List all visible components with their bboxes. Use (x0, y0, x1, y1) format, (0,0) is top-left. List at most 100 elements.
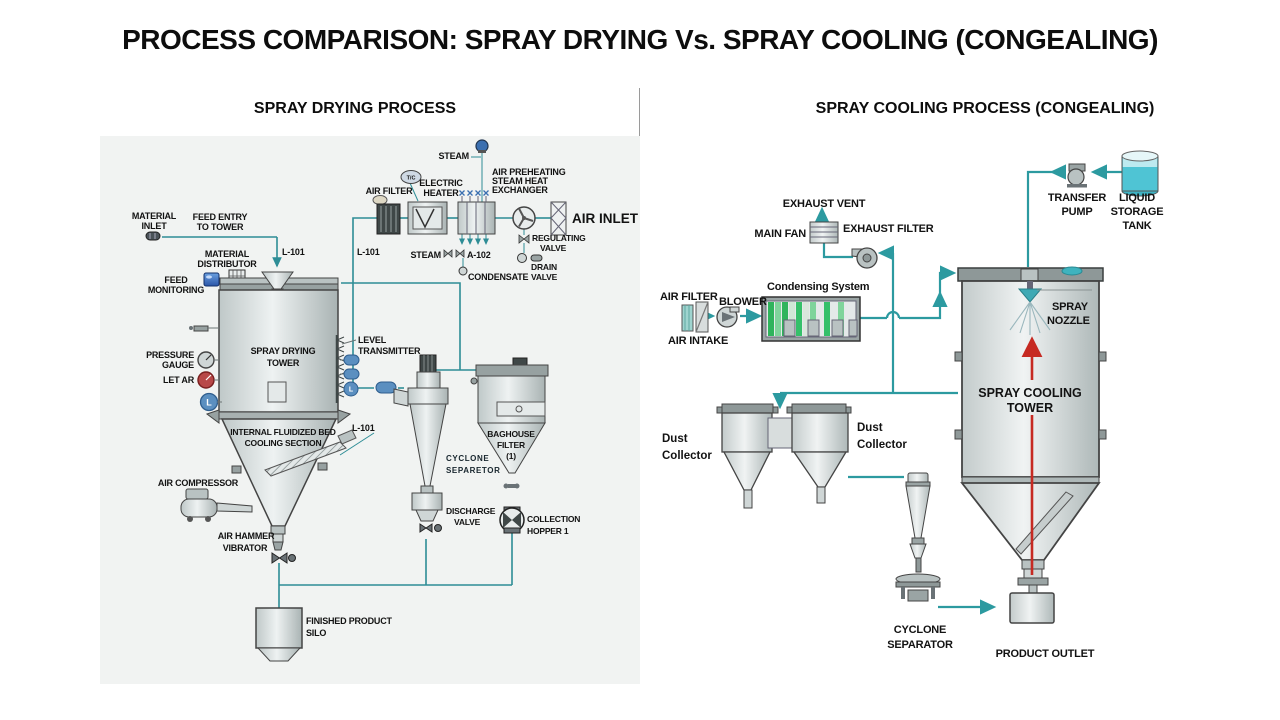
steam-gauge-icon (475, 139, 489, 153)
finished-product-silo-icon (255, 607, 303, 662)
svg-text:Dust: Dust (662, 433, 688, 445)
air-intake-label: AIR INTAKE (668, 335, 728, 347)
svg-text:STEAM HEAT: STEAM HEAT (492, 176, 549, 186)
cyclone-separator-icon (895, 472, 941, 602)
svg-text:HOPPER 1: HOPPER 1 (527, 526, 569, 536)
air-inlet-louver-icon (550, 201, 567, 236)
spray-nozzle-icon (1009, 281, 1092, 335)
collection-hopper-valve-icon (499, 506, 525, 534)
cyclone-separator-icon (393, 354, 449, 533)
right-panel-title: SPRAY COOLING PROCESS (CONGEALING) (815, 100, 1155, 117)
svg-text:TANK: TANK (1123, 220, 1152, 232)
drain-valve-icon (517, 253, 543, 263)
intake-blower-icon (716, 306, 740, 328)
exhaust-filter-label: EXHAUST FILTER (843, 223, 934, 235)
svg-text:MATERIAL: MATERIAL (205, 249, 250, 259)
svg-text:Collector: Collector (857, 439, 907, 451)
let-ar-gauge-icon (197, 371, 219, 389)
fan-icon (512, 206, 536, 230)
line-instrument-pill (375, 381, 397, 394)
svg-text:MONITORING: MONITORING (148, 285, 205, 295)
drawing-background (100, 136, 640, 684)
svg-text:CYCLONE: CYCLONE (894, 624, 946, 636)
svg-text:COLLECTION: COLLECTION (527, 514, 580, 524)
l101-air-label: L-101 (357, 247, 380, 257)
piping-network (698, 164, 1122, 615)
level-indicator-icon: L (199, 392, 222, 412)
svg-text:EXCHANGER: EXCHANGER (492, 185, 548, 195)
condensate-label: CONDENSATE (468, 272, 529, 282)
svg-text:T/C: T/C (407, 176, 416, 182)
svg-text:INTERNAL FLUIDIZED BED: INTERNAL FLUIDIZED BED (230, 427, 336, 437)
atomizer-nozzle-column-icon (335, 335, 345, 403)
svg-text:VALVE: VALVE (540, 243, 567, 253)
exhaust-vent-label: EXHAUST VENT (783, 198, 866, 210)
electric-heater-icon (407, 201, 448, 235)
svg-text:L: L (349, 387, 354, 394)
svg-text:MATERIAL: MATERIAL (132, 211, 177, 221)
svg-text:SEPARATOR: SEPARATOR (887, 639, 953, 651)
air-filter-label: AIR FILTER (366, 186, 414, 196)
product-outlet-box (1009, 592, 1055, 624)
svg-text:COOLING SECTION: COOLING SECTION (245, 438, 322, 448)
spray-drying-tower (205, 271, 357, 564)
dust-collector-left-icon (716, 403, 779, 509)
svg-text:DISTRIBUTOR: DISTRIBUTOR (197, 259, 257, 269)
svg-text:CYCLONE: CYCLONE (446, 454, 489, 463)
steam-trap-valves-icon (443, 249, 468, 276)
svg-text:TO TOWER: TO TOWER (197, 222, 244, 232)
page-title: PROCESS COMPARISON: SPRAY DRYING Vs. SPR… (122, 24, 1158, 55)
pressure-gauge-icon (197, 351, 219, 369)
svg-text:(1): (1) (506, 451, 516, 461)
air-filter-icon (372, 195, 401, 235)
liquid-storage-tank-icon (1121, 150, 1159, 197)
svg-text:SPRAY COOLING: SPRAY COOLING (978, 386, 1082, 400)
condensing-system-icon (761, 296, 861, 342)
product-outlet-label: PRODUCT OUTLET (996, 648, 1095, 660)
svg-text:GAUGE: GAUGE (162, 360, 194, 370)
feed-monitoring-icon (203, 272, 220, 287)
svg-text:DRAIN: DRAIN (531, 262, 557, 272)
svg-text:TOWER: TOWER (1007, 401, 1053, 415)
svg-text:VALVE: VALVE (531, 272, 558, 282)
dust-collector-right-icon (786, 403, 852, 504)
svg-text:PUMP: PUMP (1062, 206, 1093, 218)
transfer-pump-icon (1067, 163, 1087, 188)
svg-text:FINISHED PRODUCT: FINISHED PRODUCT (306, 616, 393, 626)
exhaust-filter-blower-icon (851, 247, 878, 269)
air-filter-label: AIR FILTER (660, 291, 718, 303)
svg-text:Collector: Collector (662, 450, 712, 462)
svg-text:PRESSURE: PRESSURE (146, 350, 194, 360)
svg-text:BAGHOUSE: BAGHOUSE (487, 429, 535, 439)
svg-text:INLET: INLET (142, 221, 168, 231)
svg-text:LEVEL: LEVEL (358, 335, 387, 345)
l101-cone-label: L-101 (352, 423, 375, 433)
main-fan-icon (809, 221, 839, 244)
steam-heat-exchanger-icon (457, 190, 496, 235)
regulating-valve-icon (518, 234, 530, 244)
steam-top-label: STEAM (438, 151, 469, 161)
left-panel-title: SPRAY DRYING PROCESS (253, 100, 457, 117)
svg-text:AIR PREHEATING: AIR PREHEATING (492, 167, 566, 177)
spray-cooling-diagram: EXHAUST VENT MAIN FAN EXHAUST FILTER AIR… (660, 150, 1164, 660)
svg-text:FEED ENTRY: FEED ENTRY (193, 212, 248, 222)
svg-text:ELECTRIC: ELECTRIC (419, 178, 463, 188)
svg-text:AIR HAMMER: AIR HAMMER (218, 531, 275, 541)
svg-text:SILO: SILO (306, 628, 326, 638)
svg-text:SPRAY: SPRAY (1052, 301, 1089, 313)
l101-feed-label: L-101 (282, 247, 305, 257)
air-compressor-icon (180, 488, 253, 522)
material-inlet-icon (145, 231, 161, 241)
svg-text:DISCHARGE: DISCHARGE (446, 506, 496, 516)
spray-cooling-tower (954, 266, 1107, 594)
piping-network (162, 153, 551, 608)
spray-drying-diagram: T/C (100, 136, 640, 684)
let-ar-label: LET AR (163, 375, 195, 385)
svg-text:TRANSFER: TRANSFER (1048, 192, 1107, 204)
svg-text:Dust: Dust (857, 422, 883, 434)
level-transmitter-icons: L (340, 339, 360, 397)
svg-text:SEPARETOR: SEPARETOR (446, 466, 500, 475)
svg-text:FILTER: FILTER (497, 440, 525, 450)
svg-text:STORAGE: STORAGE (1111, 206, 1164, 218)
svg-text:FEED: FEED (164, 275, 188, 285)
